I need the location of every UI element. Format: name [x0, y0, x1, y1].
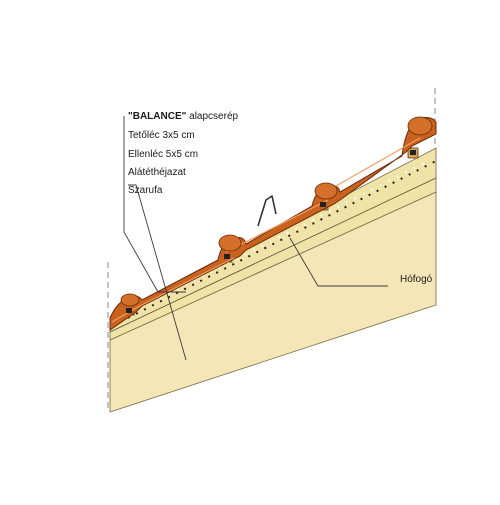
label-snow-guard: Hófogó	[400, 274, 433, 285]
tile-hook	[224, 254, 230, 259]
label-underlay: Alátéthéjazat	[128, 167, 186, 178]
label-product-name: "BALANCE"	[128, 111, 187, 122]
label-rafter: Szarufa	[128, 185, 163, 196]
leader-rafter	[128, 184, 187, 361]
tile-nose	[314, 182, 338, 200]
tile-hook	[126, 308, 132, 313]
leader-snowguard	[289, 237, 388, 287]
label-product-suffix: alapcserép	[186, 111, 239, 122]
label-batten: Tetőléc 3x5 cm	[128, 130, 195, 141]
tile-hook	[410, 150, 416, 155]
tile-hook	[320, 202, 326, 207]
snow-guard-hook-icon	[257, 195, 277, 227]
leader-lines	[123, 116, 388, 361]
tile-nose	[120, 293, 140, 307]
label-product: "BALANCE" alapcserép	[128, 111, 238, 123]
tile-nose	[218, 234, 242, 252]
underlay-line	[109, 177, 437, 333]
leader-product	[123, 116, 186, 293]
tile-highlight	[111, 137, 421, 323]
tile-nose	[407, 116, 433, 136]
label-counter-batten: Ellenléc 5x5 cm	[128, 149, 199, 160]
roof-tiles	[109, 116, 437, 331]
